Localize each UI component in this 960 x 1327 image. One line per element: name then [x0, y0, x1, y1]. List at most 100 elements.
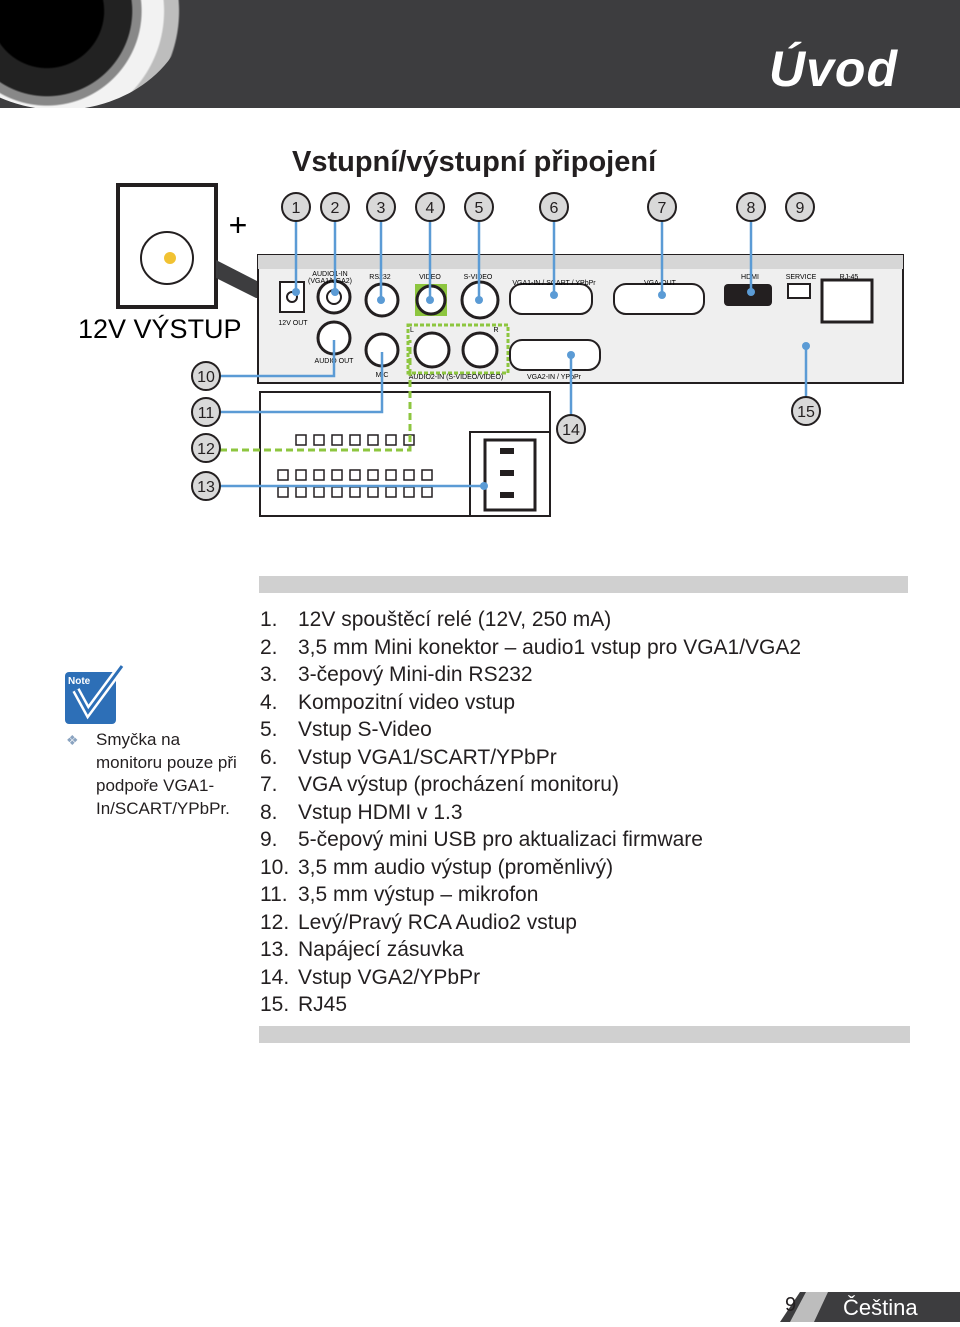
callout-11 [191, 397, 221, 427]
footer-tab [780, 1292, 960, 1322]
list-item-number: 15. [260, 993, 290, 1016]
list-item-number: 7. [260, 773, 278, 796]
list-item: 3. 3-čepový Mini-din RS232 [260, 661, 801, 689]
list-item-number: 4. [260, 690, 278, 714]
list-item-text: 12V spouštěcí relé (12V, 250 mA) [298, 608, 612, 631]
callout-3 [366, 192, 396, 222]
svg-text:3: 3 [377, 200, 386, 217]
list-item-number: 3. [260, 663, 278, 686]
list-item: 4. Kompozitní video vstup [260, 689, 801, 717]
svg-text:10: 10 [197, 369, 215, 386]
list-item: 1. 12V spouštěcí relé (12V, 250 mA) [260, 606, 801, 634]
list-item-text: 3,5 mm Mini konektor – audio1 vstup pro … [298, 635, 802, 659]
list-item: 13. Napájecí zásuvka [260, 936, 801, 964]
note-text: Smyčka na monitoru pouze při podpoře VGA… [96, 730, 237, 818]
list-item: 9. 5-čepový mini USB pro aktualizaci firm… [260, 826, 801, 854]
list-item-text: Vstup VGA1/SCART/YPbPr [298, 745, 557, 769]
list-item-number: 1. [260, 608, 278, 631]
svg-text:8: 8 [747, 200, 756, 217]
list-item-number: 12. [260, 910, 290, 934]
svg-text:AUDIO1-IN: AUDIO1-IN [312, 271, 347, 278]
list-item: 14. Vstup VGA2/YPbPr [260, 964, 801, 992]
list-item-number: 5. [260, 718, 278, 741]
list-item-number: 8. [260, 800, 278, 824]
callout-4 [415, 192, 445, 222]
list-item: 8. Vstup HDMI v 1.3 [260, 799, 801, 827]
list-item-number: 11. [260, 883, 288, 906]
section-title: Úvod [769, 41, 898, 97]
list-item-text: 3,5 mm výstup – mikrofon [298, 883, 539, 906]
list-item-text: Vstup S-Video [298, 718, 432, 741]
callout-8 [736, 192, 766, 222]
svg-text:1: 1 [292, 200, 301, 217]
svg-text:SERVICE: SERVICE [786, 274, 817, 281]
list-item-text: RJ45 [298, 993, 348, 1016]
svg-text:15: 15 [797, 404, 815, 421]
list-item-text: 5-čepový mini USB pro aktualizaci firmwa… [298, 828, 703, 851]
list-bottom-bar [259, 1026, 910, 1043]
page-number: 9 [785, 1294, 797, 1316]
header-band: Úvod [0, 0, 960, 108]
list-item-number: 9. [260, 828, 278, 851]
list-item: 2. 3,5 mm Mini konektor – audio1 vstup pr… [260, 634, 801, 662]
svg-text:5: 5 [475, 200, 484, 217]
svg-text:VGA2-IN / YPbPr: VGA2-IN / YPbPr [527, 374, 582, 381]
callout-10 [191, 361, 221, 391]
svg-text:9: 9 [796, 200, 805, 217]
svg-text:14: 14 [562, 422, 580, 439]
callout-12 [191, 433, 221, 463]
trigger-pin [164, 252, 176, 264]
svg-text:VGA-OUT: VGA-OUT [644, 280, 677, 287]
svg-text:12: 12 [197, 441, 215, 458]
list-item-number: 2. [260, 635, 278, 659]
connection-diagram: + 12V VÝSTUP AUDIO1-IN (VGA1/VGA2) RS232… [78, 183, 904, 517]
trigger-label: 12V VÝSTUP [78, 314, 242, 344]
svg-text:Note: Note [68, 676, 91, 687]
note-bullet-icon: ❖ [66, 732, 79, 748]
list-item-number: 14. [260, 965, 290, 989]
list-top-bar [259, 576, 908, 593]
svg-text:RJ-45: RJ-45 [840, 274, 859, 281]
page-heading: Vstupní/výstupní připojení [292, 146, 657, 178]
list-item-number: 13. [260, 938, 290, 961]
list-item-text: Levý/Pravý RCA Audio2 vstup [298, 910, 577, 934]
list-item: 6. Vstup VGA1/SCART/YPbPr [260, 744, 801, 772]
callout-15 [791, 396, 821, 426]
callout-7 [647, 192, 677, 222]
list-item-text: VGA výstup (procházení monitoru) [298, 773, 619, 796]
list-item: 11. 3,5 mm výstup – mikrofon [260, 881, 801, 909]
list-item: 15. RJ45 [260, 991, 801, 1019]
svg-text:4: 4 [426, 200, 435, 217]
svg-text:7: 7 [658, 200, 667, 217]
connector-list: 1. 12V spouštěcí relé (12V, 250 mA) 2. 3,5 … [260, 606, 801, 1019]
list-item-text: Napájecí zásuvka [298, 938, 464, 961]
list-item-text: Vstup VGA2/YPbPr [298, 965, 481, 989]
list-item-text: Kompozitní video vstup [298, 690, 516, 714]
plus-sign: + [229, 207, 248, 243]
list-item: 5. Vstup S-Video [260, 716, 801, 744]
list-item: 10. 3,5 mm audio výstup (proměnlivý) [260, 854, 801, 882]
svg-text:L: L [410, 327, 414, 334]
note-icon: Note [65, 664, 126, 724]
lens-graphic [0, 0, 190, 108]
list-item: 7. VGA výstup (procházení monitoru) [260, 771, 801, 799]
list-item-number: 6. [260, 745, 278, 769]
svg-text:R: R [493, 327, 498, 334]
svg-text:11: 11 [198, 405, 215, 422]
panel-top-strip [258, 255, 903, 269]
list-item: 12. Levý/Pravý RCA Audio2 vstup [260, 909, 801, 937]
callout-6 [539, 192, 569, 222]
svg-text:(VGA1/VGA2): (VGA1/VGA2) [308, 278, 352, 285]
callout-5 [464, 192, 494, 222]
callout-13 [191, 471, 221, 501]
list-item-text: 3,5 mm audio výstup (proměnlivý) [298, 855, 614, 879]
language-label: Čeština [843, 1295, 918, 1320]
svg-text:2: 2 [331, 200, 340, 217]
callout-14 [556, 414, 586, 444]
callout-2 [320, 192, 350, 222]
svg-text:12V OUT: 12V OUT [278, 320, 308, 327]
callout-9 [785, 192, 815, 222]
list-item-text: 3-čepový Mini-din RS232 [298, 663, 533, 686]
list-item-number: 10. [260, 855, 290, 879]
list-item-text: Vstup HDMI v 1.3 [298, 800, 463, 824]
